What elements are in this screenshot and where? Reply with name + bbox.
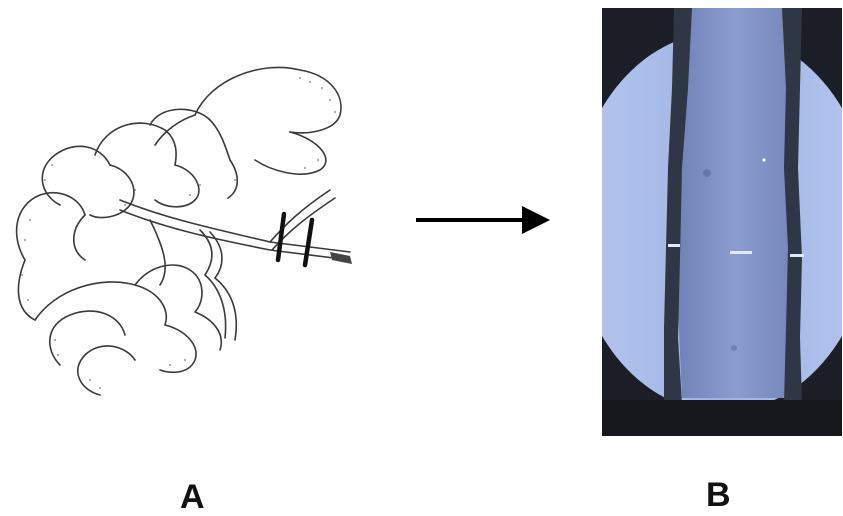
- brain-vessel-sketch-icon: [0, 20, 380, 410]
- vessel-photo-icon: [602, 8, 842, 436]
- vessel-photo: [602, 8, 842, 436]
- panel-a-label: A: [180, 480, 205, 514]
- transition-arrow: [410, 200, 560, 240]
- brain-vessel-sketch: [0, 20, 380, 410]
- right-arrow-icon: [410, 200, 560, 240]
- panel-b-label: B: [706, 478, 731, 512]
